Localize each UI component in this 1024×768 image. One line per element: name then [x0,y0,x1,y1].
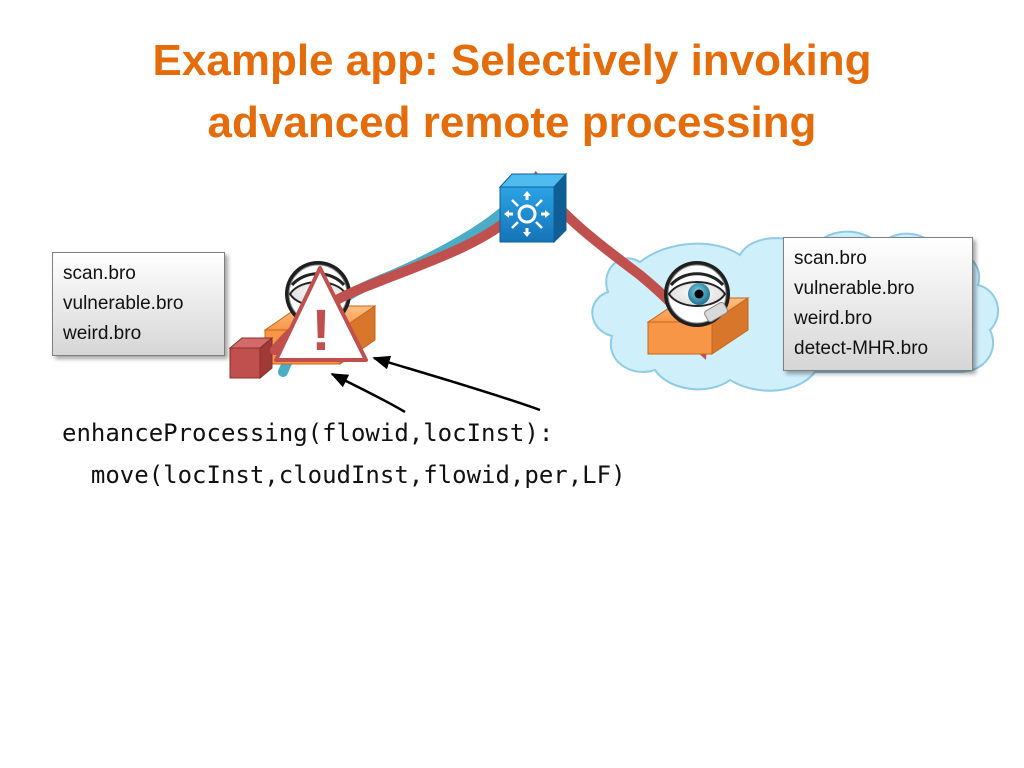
local-script-item: scan.bro [63,263,136,284]
pointer-arrow-2 [372,355,541,412]
code-line-1: enhanceProcessing(flowid,locInst): [62,419,554,447]
code-snippet: enhanceProcessing(flowid,locInst): move(… [62,412,626,496]
pointer-arrow-1 [330,372,406,414]
slide-title: Example app: Selectively invoking advanc… [62,30,962,154]
code-line-2: move(locInst,cloudInst,flowid,per,LF) [62,461,626,489]
local-script-item: vulnerable.bro [63,293,184,314]
cloud-script-item: weird.bro [794,308,873,329]
cloud-ids-node [646,261,750,355]
title-line-2: advanced remote processing [207,98,817,147]
network-switch-icon [498,172,568,244]
local-script-item: weird.bro [63,323,142,344]
warning-symbol: ! [311,298,330,363]
red-cube-icon [228,336,274,380]
cloud-script-list: scan.bro vulnerable.bro weird.bro detect… [783,237,973,371]
title-line-1: Example app: Selectively invoking [152,36,872,85]
cloud-script-item: scan.bro [794,248,867,269]
cloud-script-item: detect-MHR.bro [794,338,929,359]
cloud-script-item: vulnerable.bro [794,278,915,299]
local-script-list: scan.bro vulnerable.bro weird.bro [52,252,225,356]
warning-triangle-icon: ! [274,266,368,363]
